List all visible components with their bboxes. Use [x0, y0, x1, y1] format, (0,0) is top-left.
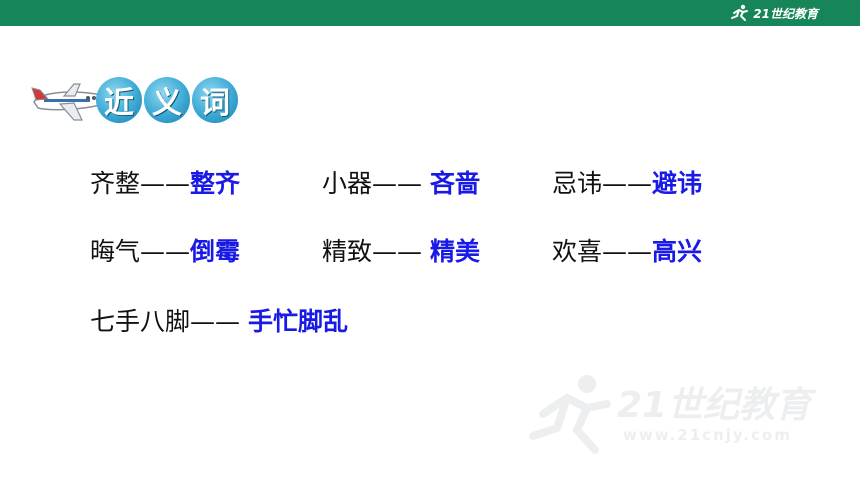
top-bar: 21世纪教育 [0, 0, 860, 26]
pair-word: 齐整 [90, 169, 141, 198]
pair-word: 七手八脚 [90, 307, 191, 336]
synonym-pair: 忌讳——避讳 [552, 164, 702, 200]
pair-dash: —— [190, 307, 241, 336]
pair-dash: —— [140, 237, 191, 266]
pair-dash: —— [602, 237, 653, 266]
pair-answer: 整齐 [190, 169, 241, 198]
title-char: 近 [96, 77, 142, 123]
pair-answer: 倒霉 [190, 237, 241, 266]
title-char: 词 [192, 77, 238, 123]
synonym-pair: 晦气——倒霉 [90, 232, 240, 268]
pair-answer: 吝啬 [429, 169, 480, 198]
title-char: 义 [144, 77, 190, 123]
pair-answer: 高兴 [652, 237, 703, 266]
synonym-pair: 小器—— 吝啬 [322, 164, 480, 200]
runner-icon [731, 4, 749, 21]
pair-word: 欢喜 [552, 237, 603, 266]
pair-dash: —— [372, 237, 423, 266]
brand-logo-text: 21世纪教育 [753, 6, 818, 21]
brand-logo: 21世纪教育 [730, 3, 818, 23]
watermark-text: 21世纪教育 [617, 385, 812, 426]
watermark-url: www.21cnjy.com [623, 426, 792, 444]
synonym-pair: 七手八脚—— 手忙脚乱 [90, 302, 348, 338]
pair-word: 小器 [322, 169, 373, 198]
pair-word: 精致 [322, 237, 373, 266]
pair-dash: —— [602, 169, 653, 198]
pair-word: 晦气 [90, 237, 141, 266]
title-chips: 近 义 词 [96, 74, 248, 126]
synonym-pair: 齐整——整齐 [90, 164, 240, 200]
pair-answer: 精美 [429, 237, 480, 266]
watermark: 21世纪教育 www.21cnjy.com [525, 370, 825, 460]
watermark-runner-icon [529, 375, 611, 454]
pair-dash: —— [140, 169, 191, 198]
synonym-pair: 欢喜——高兴 [552, 232, 702, 268]
section-title: 近 义 词 [30, 74, 238, 130]
pair-answer: 避讳 [652, 169, 703, 198]
pair-word: 忌讳 [552, 169, 603, 198]
pair-answer: 手忙脚乱 [247, 307, 348, 336]
pair-dash: —— [372, 169, 423, 198]
synonym-pair: 精致—— 精美 [322, 232, 480, 268]
